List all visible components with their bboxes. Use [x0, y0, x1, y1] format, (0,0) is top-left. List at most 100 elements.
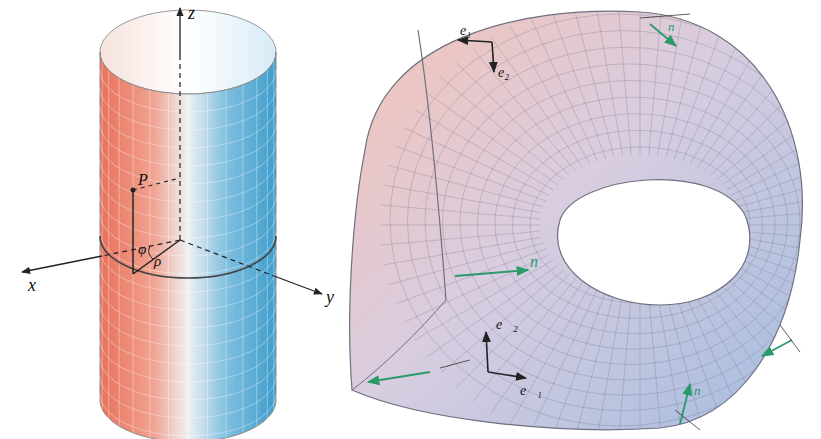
grid-line — [722, 265, 821, 357]
grid-line — [717, 77, 821, 180]
grid-line — [495, 114, 775, 334]
grid-line — [425, 47, 821, 395]
grid-line — [460, 81, 800, 365]
grid-line — [149, 90, 150, 438]
grid-line — [100, 430, 276, 439]
vector-label: e₂ — [498, 66, 509, 80]
grid-line — [102, 61, 103, 409]
normal-label: n⃗ — [668, 20, 685, 33]
grid-line — [734, 146, 821, 201]
grid-line — [380, 225, 540, 226]
grid-line — [666, 3, 707, 158]
grid-line — [722, 93, 821, 185]
grid-line — [473, 49, 576, 172]
grid-line — [441, 270, 564, 373]
grid-line — [256, 78, 257, 426]
grid-line — [108, 70, 109, 418]
grid-line — [738, 237, 821, 265]
angle-label: φ — [138, 242, 146, 257]
grid-line — [682, 17, 750, 162]
grid-line — [717, 270, 821, 373]
grid-line — [649, 295, 663, 439]
grid-line — [595, 294, 623, 439]
grid-line — [100, 142, 276, 184]
grid-line — [100, 412, 276, 439]
grid-line — [573, 3, 614, 158]
grid-line — [100, 70, 276, 112]
grid-line — [530, 147, 750, 303]
grid-line — [100, 124, 276, 166]
grid-line — [491, 282, 583, 413]
grid-line — [530, 17, 598, 162]
grid-line — [690, 286, 770, 425]
grid-line — [100, 394, 276, 436]
grid-line — [273, 61, 274, 409]
grid-line — [657, 0, 685, 156]
grid-line — [100, 268, 276, 310]
grid-line — [396, 146, 546, 201]
grid-line — [381, 205, 540, 219]
grid-line — [513, 130, 763, 318]
grid-line — [100, 88, 276, 130]
grid-line — [551, 291, 606, 439]
grid-line — [738, 185, 821, 213]
grid-line — [100, 196, 276, 238]
grid-line — [740, 225, 821, 226]
axis-label: x — [28, 276, 36, 294]
grid-line — [168, 93, 169, 439]
grid-line — [226, 90, 227, 438]
grid-line — [530, 288, 598, 433]
grid-line — [188, 94, 189, 439]
grid-line — [697, 37, 789, 168]
grid-line — [711, 274, 821, 387]
axis-label: y — [326, 288, 334, 306]
grid-line — [740, 231, 821, 245]
grid-line — [390, 14, 821, 426]
grid-line — [510, 26, 590, 165]
grid-line — [704, 49, 807, 172]
grid-line — [727, 110, 821, 190]
grid-line — [100, 178, 276, 220]
grid-line — [704, 279, 807, 402]
grid-line — [478, 97, 788, 349]
grid-line — [617, 0, 631, 155]
grid-line — [737, 243, 821, 284]
grid-line — [740, 205, 821, 219]
grid-line — [119, 78, 120, 426]
grid-line — [674, 291, 729, 439]
grid-line — [666, 293, 707, 439]
grid-line — [640, 0, 641, 155]
grid-line — [473, 279, 576, 402]
grid-line — [100, 250, 276, 292]
vector-label: e⃗₂ — [496, 318, 518, 332]
grid-line — [100, 322, 276, 364]
grid-line — [384, 237, 542, 265]
grid-line — [690, 26, 770, 165]
grid-line — [510, 286, 590, 425]
grid-line — [727, 260, 821, 340]
grid-line — [682, 288, 750, 433]
grid-line — [100, 376, 276, 418]
grid-line — [404, 255, 549, 323]
grid-line — [617, 295, 631, 439]
grid-line — [384, 185, 542, 213]
grid-line — [427, 265, 558, 357]
axis-label: z — [188, 4, 195, 22]
grid-line — [381, 231, 540, 245]
radius-label: ρ — [154, 254, 161, 269]
grid-line — [711, 62, 821, 175]
grid-line — [456, 274, 569, 387]
grid-line — [100, 304, 276, 346]
grid-line — [389, 243, 544, 284]
grid-line — [404, 128, 549, 196]
grid-line — [100, 358, 276, 400]
grid-line — [491, 37, 583, 168]
grid-line — [100, 160, 276, 202]
grid-line — [731, 128, 821, 196]
grid-line — [207, 93, 208, 439]
grid-line — [737, 165, 821, 206]
vector-label: e⃗₁ — [520, 384, 542, 398]
grid-line — [456, 62, 569, 175]
